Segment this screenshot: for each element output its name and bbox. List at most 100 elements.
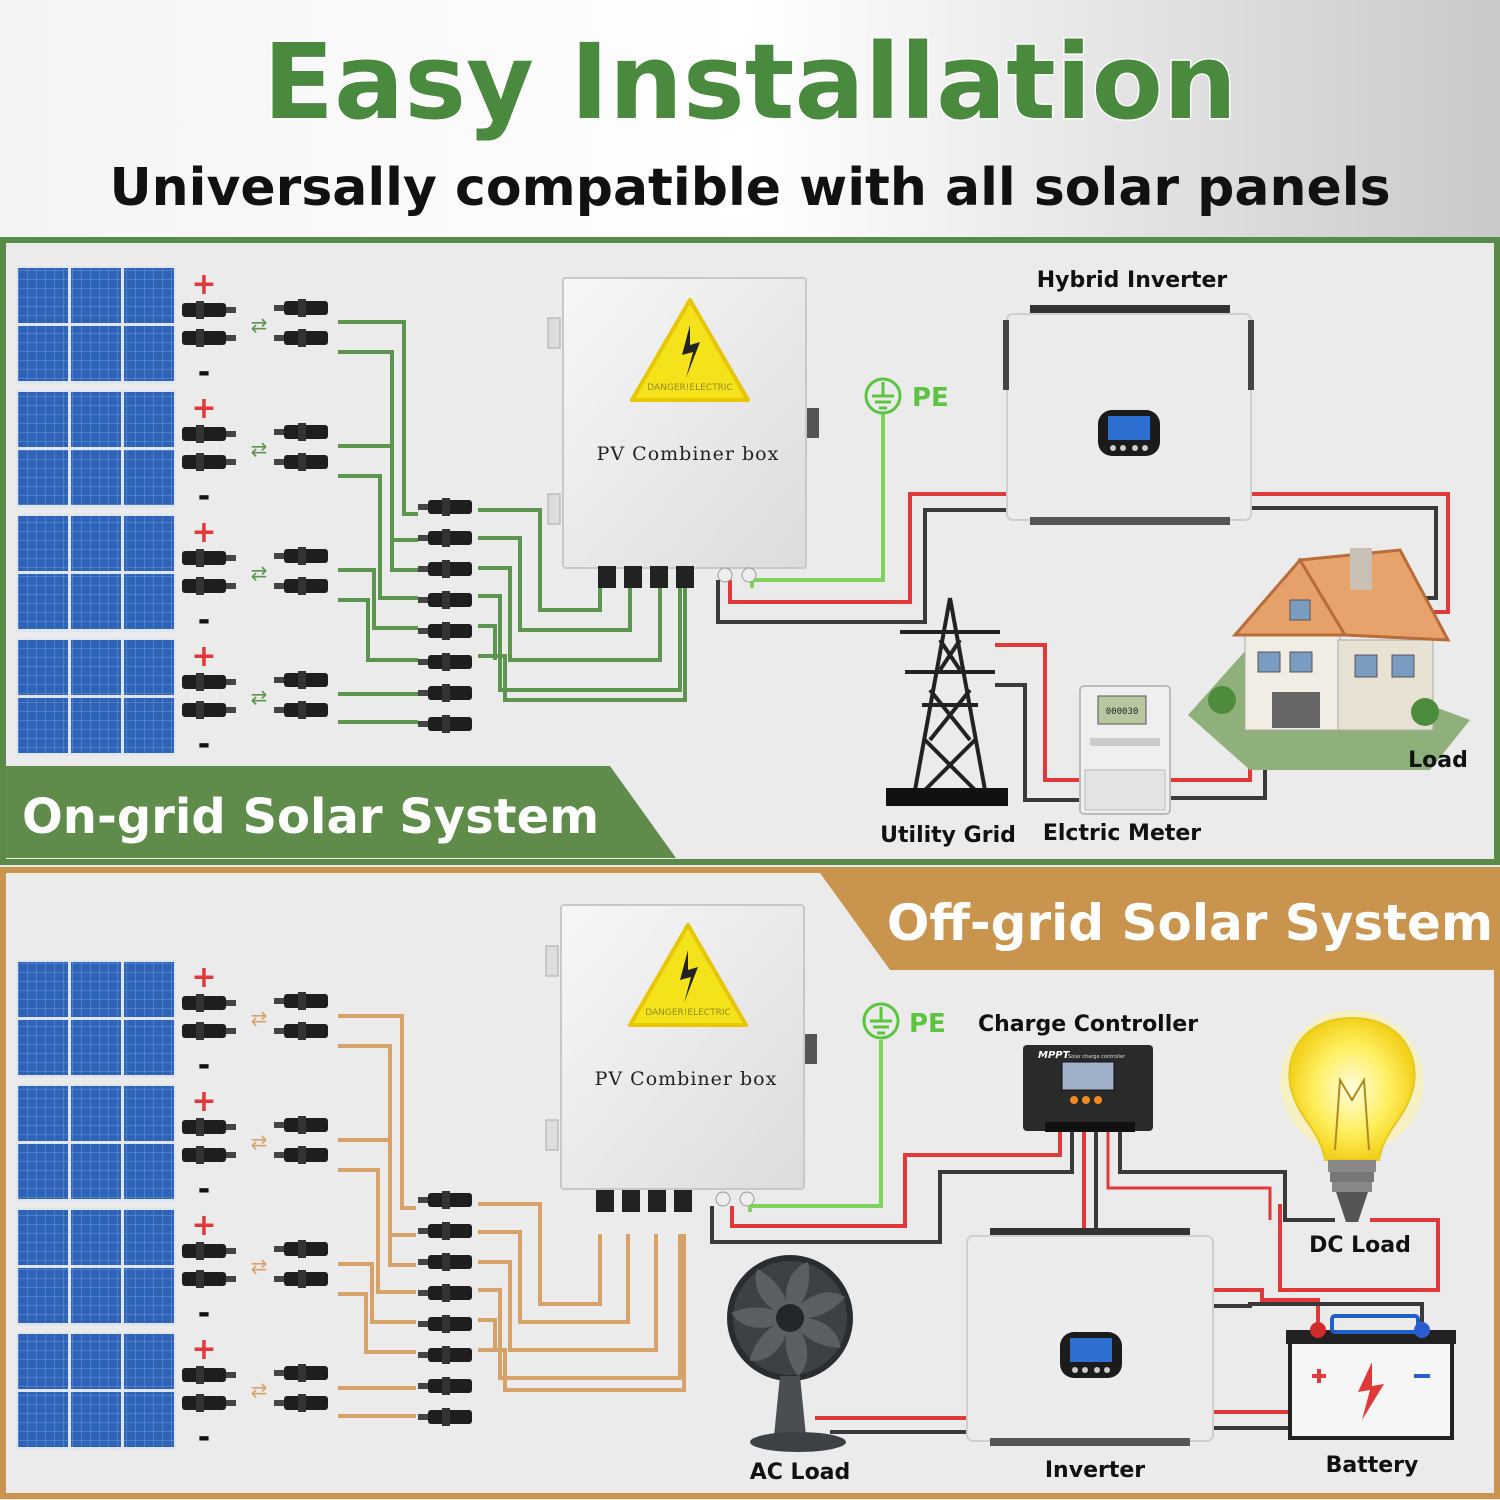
dc-wire	[338, 444, 418, 572]
mc4-connector-icon	[418, 591, 472, 609]
mc4-connector-icon	[274, 701, 328, 719]
pe-wire	[750, 414, 885, 588]
cable-gland	[676, 566, 694, 588]
dc-wire	[478, 624, 497, 660]
fan-blade	[785, 1318, 808, 1377]
red-wire	[1106, 1132, 1272, 1220]
mc4-connector-icon	[418, 684, 472, 702]
dc-wire	[478, 1318, 497, 1350]
mc4-connector-icon	[182, 425, 236, 443]
solar-panel-icon	[16, 638, 176, 756]
warning-triangle-icon	[628, 923, 748, 1027]
mc4-connector-icon	[182, 994, 236, 1012]
solar-panel-icon	[16, 1208, 176, 1326]
positive-sign: +	[191, 1208, 216, 1243]
dc-wire	[338, 568, 418, 630]
positive-sign: +	[191, 391, 216, 426]
black-wire	[995, 683, 1080, 802]
red-wire	[730, 1132, 1062, 1228]
dc-wire	[478, 508, 602, 612]
offgrid-combiner-label: PV Combiner box	[595, 1068, 778, 1090]
ongrid-banner: On-grid Solar System	[22, 789, 599, 845]
mppt-subtitle: Solar charge controller	[1068, 1054, 1126, 1060]
dc-wire	[478, 1234, 682, 1380]
mc4-connector-icon	[182, 1146, 236, 1164]
mc4-connector-icon	[418, 1222, 472, 1240]
mc4-connector-icon	[418, 498, 472, 516]
cable-gland	[715, 1191, 731, 1207]
mc4-connector-icon	[418, 1284, 472, 1302]
mc4-connector-icon	[182, 577, 236, 595]
mppt-brand: MPPT	[1038, 1050, 1071, 1061]
ongrid-connectors: +-⇄+-⇄+-⇄+-⇄	[182, 267, 472, 762]
fan-icon	[727, 1255, 853, 1452]
cable-gland	[622, 1190, 640, 1212]
positive-sign: +	[191, 267, 216, 302]
ongrid-combiner-box: DANGER!ELECTRIC PV Combiner box	[547, 277, 819, 588]
utility-grid-tower	[900, 597, 1000, 792]
mc4-connector-icon	[418, 653, 472, 671]
offgrid-solar-panels	[16, 960, 176, 1450]
black-wire	[1118, 1132, 1335, 1222]
tower-base	[886, 788, 1008, 806]
charge-controller-label: Charge Controller	[978, 1012, 1198, 1037]
utility-grid-label: Utility Grid	[880, 823, 1016, 848]
positive-sign: +	[191, 960, 216, 995]
cable-gland	[598, 566, 616, 588]
cable-gland	[674, 1190, 692, 1212]
swap-arrows-icon: ⇄	[251, 437, 268, 461]
mc4-connector-icon	[182, 1118, 236, 1136]
inverter	[966, 1228, 1214, 1446]
mc4-connector-icon	[274, 1364, 328, 1382]
positive-sign: +	[191, 1332, 216, 1367]
solar-panel-icon	[16, 960, 176, 1078]
dc-wire	[338, 320, 418, 516]
mc4-connector-icon	[274, 423, 328, 441]
mc4-connector-icon	[274, 329, 328, 347]
fan-blade	[749, 1318, 790, 1361]
mc4-connector-icon	[182, 1366, 236, 1384]
mc4-connector-icon	[182, 1270, 236, 1288]
swap-arrows-icon: ⇄	[251, 685, 268, 709]
dc-wire	[478, 588, 682, 692]
offgrid-pe-label: PE	[909, 1009, 946, 1039]
dc-wire	[478, 1202, 602, 1306]
ac-load-label: AC Load	[750, 1460, 851, 1485]
solar-panel-icon	[16, 1332, 176, 1450]
fan-blade	[786, 1262, 810, 1318]
red-wire	[995, 643, 1080, 782]
mc4-connector-icon	[418, 1315, 472, 1333]
offgrid-combiner-box: DANGER!ELECTRIC PV Combiner box	[545, 904, 817, 1212]
cable-glands	[596, 1190, 755, 1212]
dc-wire	[478, 566, 662, 662]
cable-gland	[650, 566, 668, 588]
mc4-connector-icon	[182, 329, 236, 347]
ongrid-pe-label: PE	[912, 383, 949, 413]
swap-arrows-icon: ⇄	[251, 1130, 268, 1154]
mc4-connector-icon	[182, 1022, 236, 1040]
dc-wire	[478, 588, 687, 702]
mc4-connector-icon	[274, 453, 328, 471]
dc-wire	[338, 598, 418, 662]
solar-panel-icon	[16, 390, 176, 508]
solar-panel-icon	[16, 266, 176, 384]
battery-label: Battery	[1326, 1453, 1419, 1478]
mc4-connector-icon	[274, 299, 328, 317]
fan-blade	[789, 1292, 846, 1319]
hybrid-inverter-label: Hybrid Inverter	[1037, 268, 1228, 293]
mc4-connector-icon	[418, 715, 472, 733]
electric-meter	[1079, 685, 1171, 815]
mc4-connector-icon	[274, 1116, 328, 1134]
mc4-connector-icon	[274, 1022, 328, 1040]
mc4-connector-icon	[182, 1394, 236, 1412]
negative-sign: -	[198, 1048, 210, 1083]
dc-wire	[478, 1234, 686, 1392]
negative-sign: -	[198, 479, 210, 514]
dc-wire	[478, 1230, 630, 1324]
cable-glands	[598, 566, 757, 588]
black-wire	[716, 508, 1010, 624]
dc-wire	[338, 1014, 416, 1210]
red-wire	[1278, 1204, 1440, 1292]
mc4-connector-icon	[274, 577, 328, 595]
